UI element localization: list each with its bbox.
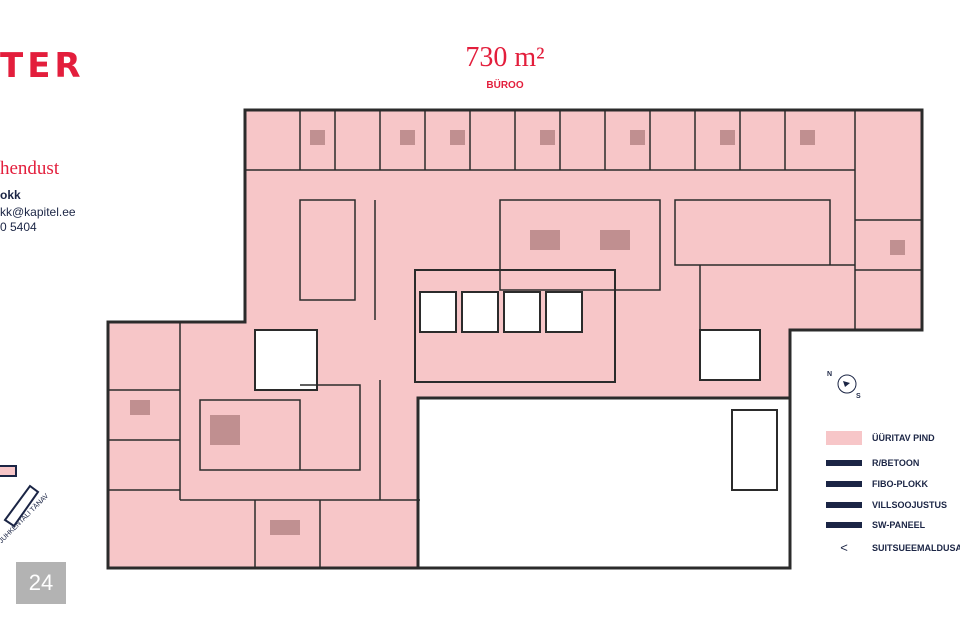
insulation-swatch xyxy=(826,502,862,508)
furniture xyxy=(130,130,905,535)
smoke-vent-icon: < xyxy=(840,540,848,555)
shaft xyxy=(731,409,778,491)
legend-sw-panel: SW-PANEEL xyxy=(826,520,925,530)
contact-phone[interactable]: 0 5404 xyxy=(0,220,37,234)
stairwell xyxy=(699,329,761,381)
contact-email[interactable]: kk@kapitel.ee xyxy=(0,205,76,219)
open-hall xyxy=(416,396,792,570)
legend-fibo: FIBO-PLOKK xyxy=(826,479,928,489)
legend-rentable: ÜÜRITAV PIND xyxy=(826,431,935,445)
site-key-map xyxy=(0,465,40,528)
area-title: 730 m² xyxy=(465,42,545,73)
contact-name: okk xyxy=(0,188,21,202)
compass: N S xyxy=(827,371,861,400)
elevator xyxy=(545,291,583,333)
rentable-swatch xyxy=(826,431,862,445)
concrete-swatch xyxy=(826,460,862,466)
legend-insulation: VILLSOOJUSTUS xyxy=(826,500,947,510)
compass-circle xyxy=(837,374,857,394)
elevator xyxy=(503,291,541,333)
elevator xyxy=(419,291,457,333)
elevator xyxy=(461,291,499,333)
contact-title: hendust xyxy=(0,158,60,179)
page-number: 24 xyxy=(16,562,66,604)
stairwell xyxy=(254,329,318,391)
compass-s: S xyxy=(856,393,861,400)
partition-walls xyxy=(108,110,922,568)
north-arrow-icon xyxy=(843,381,850,387)
brand-logo: TER xyxy=(0,46,85,86)
legend-concrete: R/BETOON xyxy=(826,458,919,468)
legend-smoke-vent: <SUITSUEEMALDUSAKEN xyxy=(826,540,960,555)
space-type: BÜROO xyxy=(486,80,524,91)
sw-panel-swatch xyxy=(826,522,862,528)
fibo-swatch xyxy=(826,481,862,487)
compass-n: N xyxy=(827,371,832,378)
